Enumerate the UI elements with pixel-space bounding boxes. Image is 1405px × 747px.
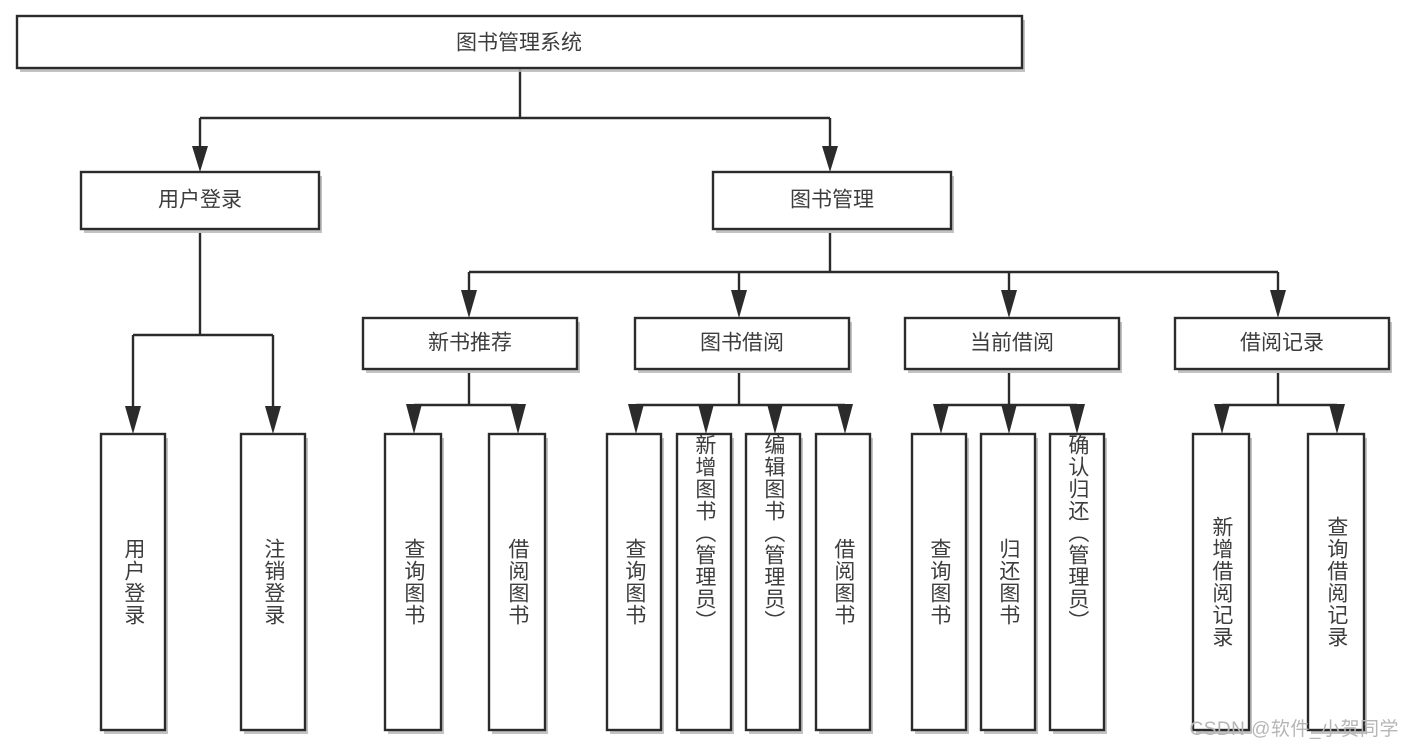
leaf-borrow-book-1-box[interactable] (487, 432, 547, 732)
arrow-to-leaf-add-record (1214, 404, 1230, 434)
leaf-add-book[interactable] (675, 432, 734, 734)
leaf-query-book-1[interactable] (383, 432, 444, 734)
node-book-management[interactable]: 图书管理 (711, 170, 954, 233)
leaf-query-book-2[interactable] (605, 432, 664, 734)
arrow-to-leaf-query-book-2 (628, 404, 644, 434)
leaf-edit-book-box[interactable] (744, 432, 802, 732)
leaf-edit-book[interactable] (744, 432, 803, 734)
connector-layer (125, 68, 1345, 434)
node-borrow-records-box[interactable] (1173, 316, 1391, 371)
node-book-management-label: 图书管理 (790, 189, 874, 212)
node-user-login[interactable]: 用户登录 (79, 170, 322, 233)
arrow-to-leaf-add-book (698, 404, 714, 434)
node-current-borrow-label: 当前借阅 (970, 332, 1054, 355)
leaf-return-book-box[interactable] (979, 432, 1037, 732)
node-book-borrow-box[interactable] (633, 316, 851, 371)
leaf-query-book-3-box[interactable] (910, 432, 968, 732)
leaf-borrow-book-2[interactable] (814, 432, 873, 734)
node-root-box[interactable] (15, 14, 1024, 70)
node-root-label: 图书管理系统 (456, 32, 582, 55)
leaf-query-record-box[interactable] (1306, 432, 1366, 732)
arrow-to-new-book-rec (461, 290, 477, 318)
arrow-to-leaf-query-book-1 (406, 404, 422, 434)
node-current-borrow[interactable]: 当前借阅 (903, 316, 1122, 373)
arrow-to-leaf-query-book-3 (933, 404, 949, 434)
leaf-user-login-box[interactable] (99, 432, 167, 732)
leaf-borrow-book-2-box[interactable] (814, 432, 872, 732)
leaf-add-record-box[interactable] (1191, 432, 1251, 732)
arrow-to-leaf-user-login (125, 406, 141, 434)
leaf-confirm-return[interactable] (1048, 432, 1107, 734)
arrow-to-leaf-return-book (1001, 404, 1017, 434)
arrow-to-leaf-borrow-book-1 (510, 404, 526, 434)
leaf-query-record[interactable] (1306, 432, 1367, 734)
leaf-user-logout-box[interactable] (239, 432, 307, 732)
leaf-query-book-3[interactable] (910, 432, 969, 734)
leaf-query-book-2-box[interactable] (605, 432, 663, 732)
node-user-login-box[interactable] (79, 170, 321, 231)
node-borrow-records-label: 借阅记录 (1240, 332, 1324, 355)
leaf-user-logout[interactable] (239, 432, 308, 734)
node-new-book-rec[interactable]: 新书推荐 (361, 316, 580, 373)
node-root[interactable]: 图书管理系统 (15, 14, 1025, 72)
leaf-query-book-1-box[interactable] (383, 432, 443, 732)
leaf-user-login[interactable] (99, 432, 168, 734)
node-new-book-rec-label: 新书推荐 (428, 332, 512, 355)
leaf-borrow-book-1[interactable] (487, 432, 548, 734)
leaf-return-book[interactable] (979, 432, 1038, 734)
node-current-borrow-box[interactable] (903, 316, 1121, 371)
node-book-management-box[interactable] (711, 170, 953, 231)
node-new-book-rec-box[interactable] (361, 316, 579, 371)
arrow-to-leaf-user-logout (265, 406, 281, 434)
leaf-add-book-box[interactable] (675, 432, 733, 732)
arrow-to-leaf-query-record (1329, 404, 1345, 434)
node-user-login-label: 用户登录 (158, 189, 242, 212)
arrow-to-user-login (192, 146, 208, 172)
watermark-text: CSDN @软件_小贺同学 (1189, 719, 1399, 740)
arrow-to-current-borrow (1001, 290, 1017, 318)
arrow-to-leaf-confirm-return (1069, 404, 1085, 434)
leaf-confirm-return-box[interactable] (1048, 432, 1106, 732)
arrow-to-book-borrow (731, 290, 747, 318)
arrow-to-book-management (822, 146, 838, 172)
node-book-borrow[interactable]: 图书借阅 (633, 316, 852, 373)
arrow-to-leaf-borrow-book-2 (837, 404, 853, 434)
node-borrow-records[interactable]: 借阅记录 (1173, 316, 1392, 373)
arrow-to-leaf-edit-book (767, 404, 783, 434)
arrow-to-borrow-records (1270, 290, 1286, 318)
leaf-add-record[interactable] (1191, 432, 1252, 734)
node-book-borrow-label: 图书借阅 (700, 332, 784, 355)
